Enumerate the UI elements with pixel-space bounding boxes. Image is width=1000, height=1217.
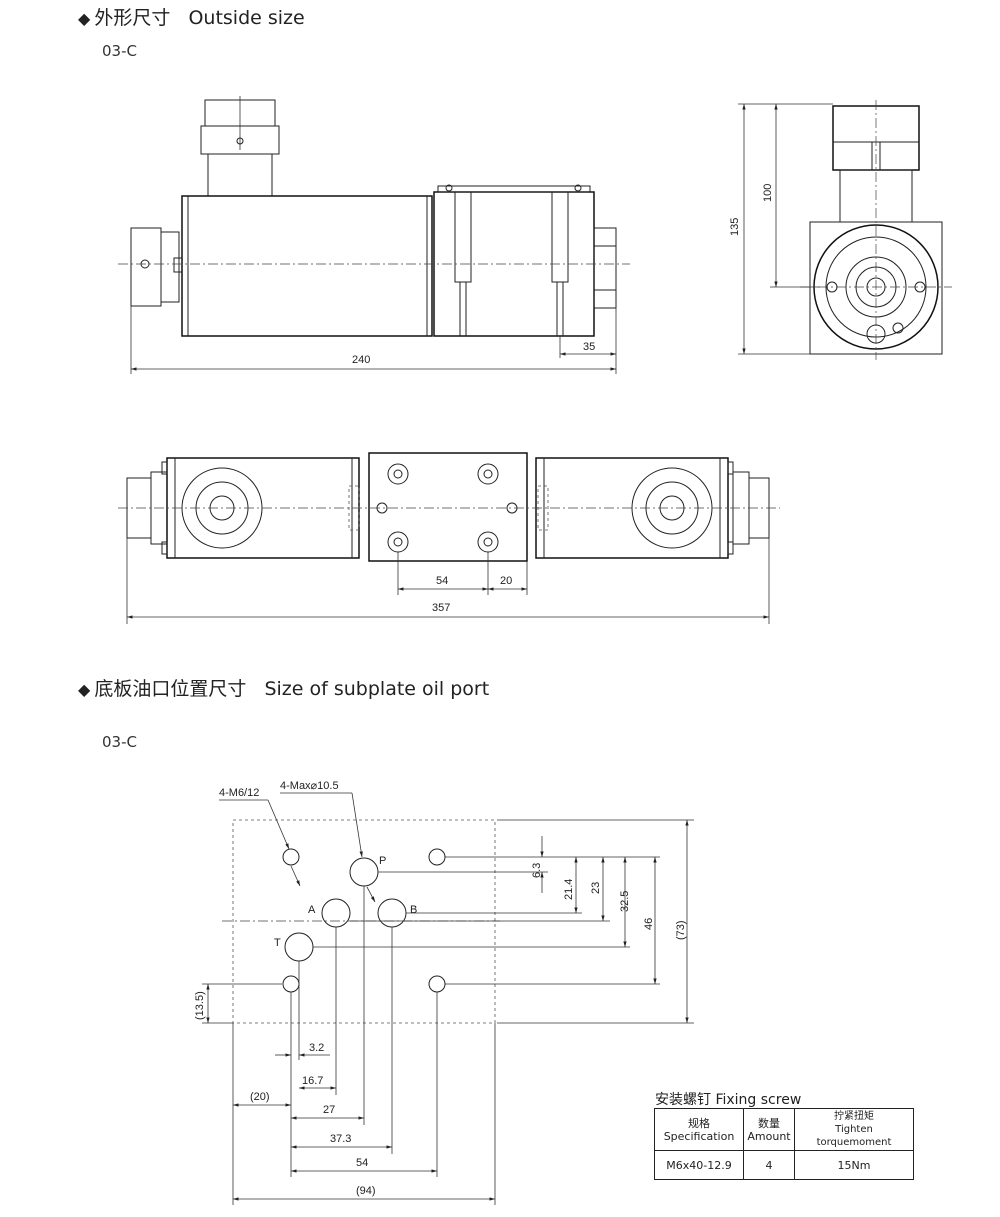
center-valve-block (368, 452, 528, 562)
subplate-title-en: Size of subplate oil port (264, 678, 490, 700)
dim-port-offset: 20 (500, 575, 512, 587)
fixing-screw-table: 规格 Specification 数量 Amount 拧紧扭矩 Tighten … (654, 1108, 914, 1180)
subplate-title-cn: 底板油口位置尺寸 (94, 678, 247, 700)
fixing-screw-title-cn: 安装螺钉 (655, 1092, 711, 1108)
port-p-label: P (379, 855, 386, 867)
header-torque: 拧紧扭矩 Tighten torquemoment (794, 1108, 914, 1151)
dim-h-3-2: 3.2 (309, 1042, 324, 1054)
left-end-nut (130, 227, 162, 307)
port-t-label: T (274, 937, 281, 949)
cell-amount: 4 (743, 1150, 795, 1180)
dim-plug: 35 (583, 341, 595, 353)
header-torque-cn: 拧紧扭矩 (834, 1111, 874, 1122)
dim-h-20: (20) (250, 1091, 270, 1103)
fixing-screw-title-en: Fixing screw (715, 1092, 802, 1108)
dim-v-46: 46 (643, 918, 655, 930)
header-torque-en: Tighten torquemoment (816, 1124, 892, 1148)
dim-v-21-4: 21.4 (563, 879, 575, 900)
fixing-screw-title: 安装螺钉 Fixing screw (655, 1089, 801, 1109)
outside-size-title-cn: 外形尺寸 (94, 7, 171, 29)
dim-v-13-5: (13.5) (194, 991, 206, 1020)
cell-torque: 15Nm (794, 1150, 914, 1180)
diamond-bullet-icon: ◆ (78, 680, 91, 699)
dim-h-27: 27 (323, 1104, 335, 1116)
outside-size-heading: ◆外形尺寸 Outside size (78, 3, 305, 30)
right-end-nut (593, 227, 617, 309)
port-b (377, 898, 407, 928)
port-t (284, 932, 314, 962)
header-amount-en: Amount (747, 1129, 791, 1143)
header-amount-cn: 数量 (758, 1116, 780, 1130)
dim-v-73: (73) (675, 920, 687, 940)
side-view: 135 100 (729, 100, 952, 360)
dim-port-spacing: 54 (436, 575, 448, 587)
model-label-subplate: 03-C (102, 733, 137, 751)
dim-v-6-3: 6.3 (531, 863, 543, 878)
header-spec-cn: 规格 (688, 1116, 710, 1130)
header-amount: 数量 Amount (743, 1108, 795, 1151)
top-view: 54 20 357 (118, 452, 780, 624)
front-view: 240 35 (118, 96, 630, 374)
callout-threads: 4-M6/12 (219, 787, 259, 799)
dim-v-23: 23 (590, 882, 602, 894)
dim-height-inner: 100 (762, 184, 774, 202)
solenoid-body (181, 195, 433, 337)
header-specification: 规格 Specification (654, 1108, 744, 1151)
table-row: M6x40-12.9 4 15Nm (654, 1150, 914, 1180)
subplate-heading: ◆底板油口位置尺寸 Size of subplate oil port (78, 674, 489, 701)
dim-length: 240 (352, 354, 370, 366)
outside-size-title-en: Outside size (188, 7, 305, 29)
port-p (349, 857, 379, 887)
dim-h-16-7: 16.7 (302, 1075, 323, 1087)
port-a (321, 898, 351, 928)
port-a-label: A (308, 904, 316, 916)
callout-ports: 4-Max⌀10.5 (280, 780, 339, 792)
dim-h-37-3: 37.3 (330, 1133, 351, 1145)
model-label-outside: 03-C (102, 42, 137, 60)
port-b-label: B (410, 904, 417, 916)
dim-height: 135 (729, 218, 741, 236)
dim-h-54: 54 (356, 1157, 368, 1169)
subplate-drawing: P A B T 4-M6/12 4-Max⌀10.5 6.3 21.4 23 3… (194, 780, 694, 1205)
dim-h-94: (94) (356, 1185, 376, 1197)
table-header-row: 规格 Specification 数量 Amount 拧紧扭矩 Tighten … (654, 1108, 914, 1151)
dim-total-length: 357 (432, 602, 450, 614)
cell-specification: M6x40-12.9 (654, 1150, 744, 1180)
header-spec-en: Specification (663, 1129, 735, 1143)
dim-v-32-5: 32.5 (619, 891, 631, 912)
diamond-bullet-icon: ◆ (78, 9, 91, 28)
